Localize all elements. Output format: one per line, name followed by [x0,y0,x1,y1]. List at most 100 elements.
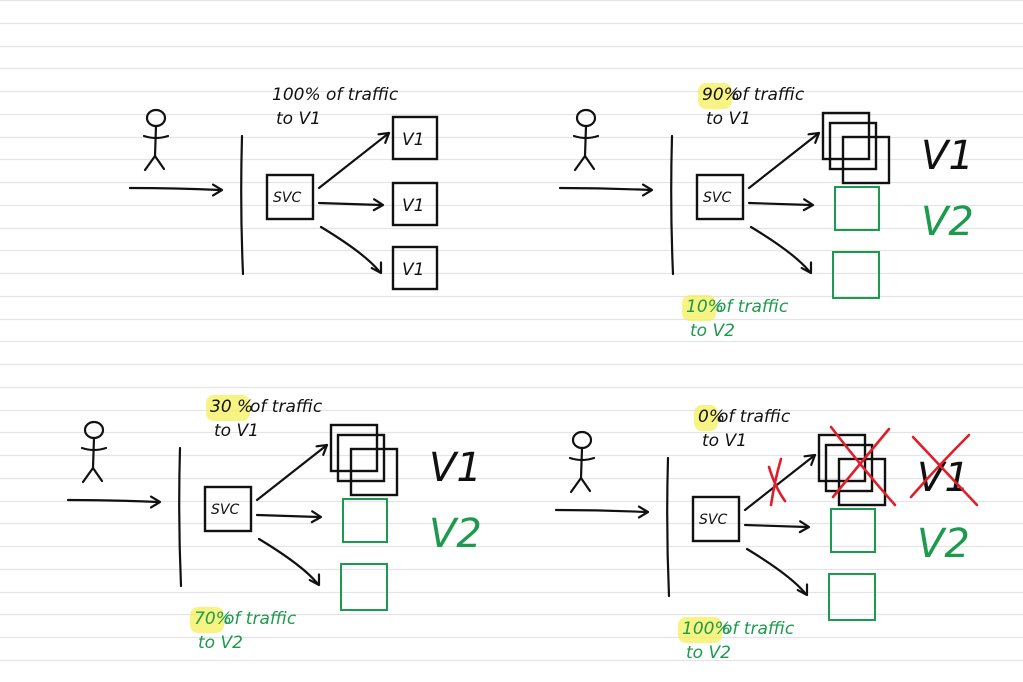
arms [568,456,596,462]
route-arrow-bottom [745,547,807,595]
highlight-percent: 0% [698,407,725,427]
route-arrow-top [747,131,821,190]
pod-label: V1 [402,196,424,216]
label-line-2: to V2 [690,321,735,341]
arms [80,446,108,452]
v1-pod-stack [817,433,887,507]
arms [142,134,170,140]
strike-v1-label-icon [909,433,979,507]
route-arrowhead-icon [798,520,811,534]
label-line-2: to V1 [702,431,747,451]
body [579,446,584,480]
pod-box [391,245,439,291]
service-box [695,173,745,221]
highlight-percent: 30 % [210,397,253,417]
service-box [691,495,741,543]
head [145,108,167,128]
service-label: SVC [211,502,239,518]
highlight-marker [190,607,224,633]
top-traffic-label: 100% of traffic to V1 [272,85,399,129]
ruled-lines [0,0,1023,662]
cluster-boundary [240,134,245,276]
pod-label: V1 [402,130,424,150]
label-line-1: 100% of traffic [272,85,399,105]
pod-label: V1 [402,260,424,280]
label-line-2: to V2 [198,633,243,653]
pod-v2-box [830,508,876,553]
strike-route-icon [767,457,787,507]
user-stick-figure-icon [568,430,596,494]
label-line-2: to V2 [686,643,731,663]
route-arrowhead-icon [370,261,383,275]
pod-v2-box [342,498,388,543]
pod-box [391,181,439,227]
legs [573,154,596,172]
route-arrow-bottom [749,225,811,273]
v2-side-label: V2 [921,199,974,245]
v1-pod-stack [329,423,399,497]
ingress-arrowhead-icon [149,495,162,509]
label-line-1: of traffic [716,297,789,317]
head [83,420,105,440]
label-line-1: of traffic [224,609,297,629]
cluster-boundary [666,456,671,598]
body [91,436,96,470]
pod-v2-box [828,573,876,621]
user-stick-figure-icon [572,108,600,172]
highlight-marker [694,405,718,431]
pod-v1: V1 [391,181,439,227]
head [571,430,593,450]
service-label: SVC [273,190,301,206]
route-arrow-middle [317,201,383,207]
ingress-arrow [66,498,160,504]
pod-v2-box [834,186,880,231]
route-arrowhead-icon [377,131,391,144]
highlight-marker [206,395,250,421]
service-box [203,485,253,533]
pod-box [824,443,874,493]
ingress-arrow [128,186,222,192]
pod-v1: V1 [391,245,439,291]
pod-box [837,457,887,507]
head [575,108,597,128]
legs [569,476,592,494]
ingress-arrow [558,186,652,192]
label-line-1: of traffic [722,619,795,639]
label-line-2: to V1 [706,109,751,129]
route-arrowhead-icon [308,573,321,587]
cluster-boundary [670,134,675,276]
route-arrow-middle [747,201,813,207]
bottom-traffic-label: 70% of traffic to V2 [190,607,297,653]
ingress-arrow [554,508,648,514]
legs [143,154,166,172]
body [153,124,158,158]
highlight-percent: 90% [702,85,740,105]
highlight-percent: 100% [682,619,731,639]
highlight-marker [678,617,722,643]
label-line-2: to V1 [276,109,321,129]
route-arrow-top [255,443,329,502]
bottom-traffic-label: 100% of traffic to V2 [678,617,795,663]
pod-box [336,433,386,483]
v2-side-label: V2 [429,511,482,557]
highlight-marker [682,295,716,321]
route-arrowhead-icon [315,443,329,456]
route-arrowhead-icon [802,198,815,212]
route-arrow-top [743,453,817,512]
ingress-arrowhead-icon [211,183,224,197]
route-arrow-top [317,131,391,190]
pod-box [841,135,891,185]
highlight-percent: 70% [194,609,232,629]
legs [81,466,104,484]
pod-v2-box [832,251,880,299]
route-arrowhead-icon [372,198,385,212]
user-stick-figure-icon [142,108,170,172]
